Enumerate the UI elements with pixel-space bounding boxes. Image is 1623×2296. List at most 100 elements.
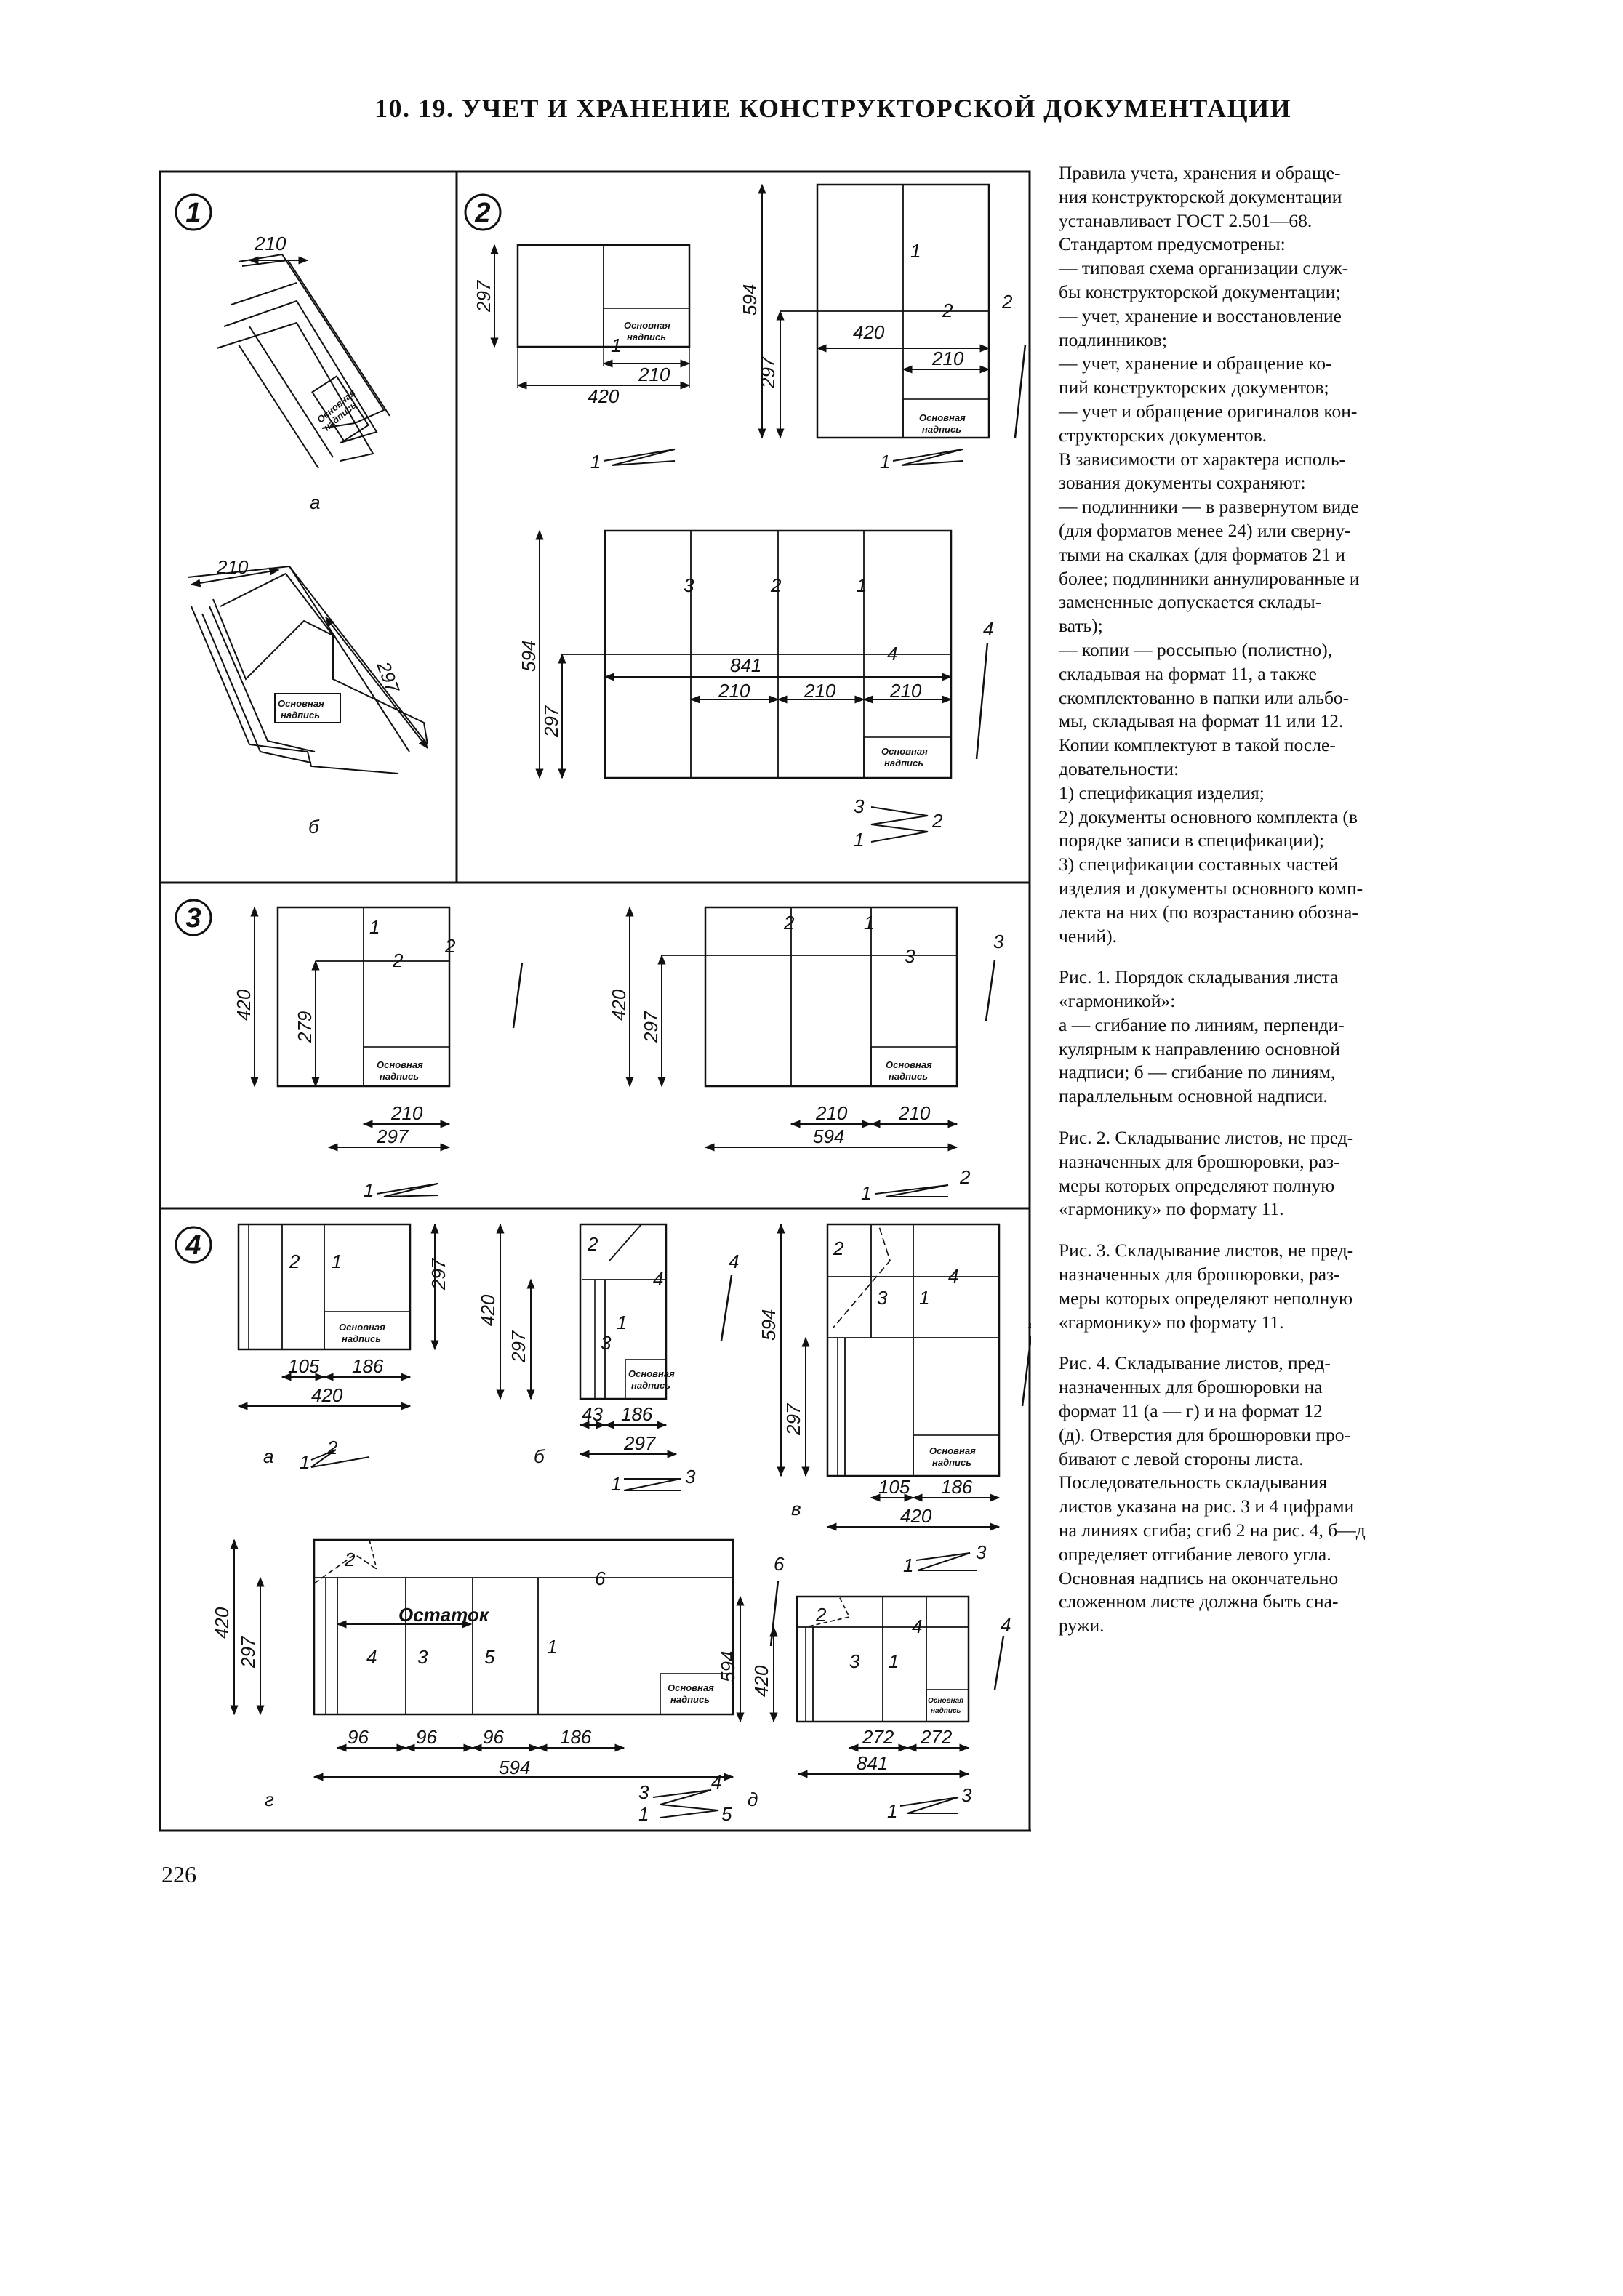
body-text-line: мы, складывая на формат 11 или 12.	[1059, 710, 1344, 732]
caption-line: Рис. 4. Складывание листов, пред-	[1059, 1352, 1331, 1374]
fig3a-h1: 420	[233, 989, 255, 1021]
body-text-line: тыми на скалках (для форматов 21 и	[1059, 543, 1345, 565]
fig3a-w2: 297	[376, 1125, 409, 1147]
figures-panel: 1 210 Основная надпись а	[159, 170, 1031, 1835]
fig2b-w2: 210	[931, 348, 964, 369]
caption-line: Последовательность складывания	[1059, 1472, 1328, 1493]
fig4d-stamp-2: надпись	[931, 1707, 961, 1715]
fig4g-sym5: 5	[721, 1803, 732, 1825]
fig4b-w1: 43	[582, 1403, 603, 1425]
fig1a-dim: 210	[254, 233, 286, 254]
fig4g-remainder: Остаток	[398, 1604, 490, 1626]
fig2b-stamp-2: надпись	[922, 424, 961, 435]
fig3b-w3: 594	[813, 1125, 844, 1147]
fig2-number: 2	[474, 198, 490, 228]
fig4v-label: в	[791, 1498, 801, 1520]
fig1-number-circle	[175, 193, 212, 231]
fig4b-f4: 4	[653, 1268, 663, 1290]
fig4a-w1: 105	[288, 1355, 320, 1377]
fig2c-stamp-1: Основная	[881, 746, 928, 757]
fig4-number: 4	[185, 1230, 201, 1261]
figure-1-caption: Рис. 1. Порядок складывания листа«гармон…	[1059, 966, 1479, 1109]
fig4b-w3: 297	[623, 1432, 657, 1454]
fig2c-w: 841	[730, 654, 761, 676]
fig4v-stamp-2: надпись	[932, 1457, 971, 1468]
fig2c-w2: 210	[804, 680, 836, 702]
figure-4-caption: Рис. 4. Складывание листов, пред-назначе…	[1059, 1352, 1479, 1638]
fig4v-w2: 186	[941, 1476, 973, 1498]
caption-line: кулярным к направлению основной	[1059, 1037, 1340, 1059]
fig4b-w2: 186	[621, 1403, 653, 1425]
fig4b-f3: 3	[601, 1332, 612, 1354]
fig4g-f6: 6	[595, 1568, 606, 1589]
caption-line: бивают с левой стороны листа.	[1059, 1448, 1304, 1469]
fig4g-sheet	[313, 1538, 734, 1716]
fig4d-f4: 4	[912, 1615, 922, 1637]
fig4g-stamp-1: Основная	[668, 1682, 714, 1693]
fig2b-f2: 2	[942, 300, 953, 321]
fig1b-stamp-2: надпись	[281, 710, 320, 720]
body-text-line: изделия и документы основного комп-	[1059, 877, 1363, 899]
fig4b-f1: 1	[617, 1312, 627, 1333]
caption-line: формат 11 (а — г) и на формат 12	[1059, 1400, 1323, 1422]
fig4g-f2: 2	[344, 1549, 356, 1570]
body-text-line: замененные допускается склады-	[1059, 591, 1322, 613]
fig4g-h1: 420	[211, 1607, 233, 1639]
fig4d-stamp-1: Основная	[928, 1697, 963, 1705]
body-text-line: бы конструкторской документации;	[1059, 281, 1341, 302]
body-text-line: — учет, хранение и обращение ко-	[1059, 353, 1332, 374]
body-text-line: ния конструкторской документации	[1059, 185, 1342, 207]
fig4v-f3: 3	[877, 1287, 888, 1309]
fig4b-sym3: 3	[685, 1466, 696, 1488]
page-number: 226	[161, 1861, 196, 1887]
fig2b-f1-sym: 1	[880, 451, 890, 473]
caption-line: (д). Отверстия для брошюровки про-	[1059, 1424, 1350, 1445]
body-text-line: устанавливает ГОСТ 2.501—68.	[1059, 209, 1313, 231]
fig2c-stamp-2: надпись	[884, 758, 923, 768]
caption-line: «гармонику» по формату 11.	[1059, 1311, 1284, 1333]
caption-line: а — сгибание по линиям, перпенди-	[1059, 1013, 1345, 1035]
body-text-line: скомплектованно в папки или альбо-	[1059, 686, 1350, 708]
body-text-line: Правила учета, хранения и обраще-	[1059, 162, 1341, 183]
fig1-sub-b: б	[308, 816, 320, 838]
fig4b-sym1: 1	[611, 1473, 621, 1495]
fig4a-h: 297	[428, 1257, 449, 1291]
body-text-line: складывая на формат 11, а также	[1059, 662, 1317, 684]
body-text-line: Копии комплектуют в такой после-	[1059, 734, 1336, 756]
fig2a-stamp-2: надпись	[627, 332, 666, 342]
fig2a-stamp-1: Основная	[624, 320, 670, 331]
fig4v-f4: 4	[948, 1265, 958, 1287]
body-text-line: — подлинники — в развернутом виде	[1059, 496, 1359, 518]
figure-4: 4 297 105 186 420 2 1 Основная надпись а…	[175, 1223, 1031, 1825]
fig2c-sym2: 2	[931, 810, 943, 832]
fig4b-f4-side: 4	[729, 1251, 739, 1272]
fig3b-f2: 2	[783, 912, 795, 934]
body-text-line: чений).	[1059, 925, 1117, 947]
fig4v-f4-side: 4	[1028, 1313, 1031, 1335]
fig4b-stamp-1: Основная	[628, 1368, 675, 1379]
fig3a-stamp-2: надпись	[380, 1071, 419, 1082]
fig4v-f2: 2	[833, 1237, 844, 1259]
fig4g-f1: 1	[547, 1636, 557, 1658]
fig2a-w2: 420	[588, 385, 620, 407]
fig1b-stamp-1: Основная	[278, 698, 324, 709]
fig3b-sym2: 2	[959, 1166, 971, 1188]
caption-line: Рис. 1. Порядок складывания листа	[1059, 966, 1339, 988]
fig2b-h1: 594	[739, 284, 761, 316]
fig2a-h: 297	[473, 279, 494, 313]
fig2b-f2-side: 2	[1001, 291, 1013, 313]
fig3-number: 3	[185, 903, 201, 934]
body-text-line: пий конструкторских документов;	[1059, 377, 1329, 398]
body-text-line: лекта на них (по возрастанию обозна-	[1059, 901, 1358, 923]
fig4g-w1: 96	[348, 1726, 369, 1748]
fig4b-h2: 297	[508, 1330, 529, 1363]
caption-line: назначенных для брошюровки на	[1059, 1376, 1323, 1398]
fig4d-f3: 3	[849, 1650, 860, 1672]
fig3a-sym1: 1	[364, 1179, 374, 1201]
figure-1: 1 210 Основная надпись а	[175, 193, 428, 838]
fig4d-f4-side: 4	[1001, 1614, 1011, 1636]
caption-line: надписи; б — сгибание по линиям,	[1059, 1061, 1336, 1083]
fig1b-dim-side: 297	[372, 658, 404, 697]
page-title: 10. 19. УЧЕТ И ХРАНЕНИЕ КОНСТРУКТОРСКОЙ …	[374, 94, 1292, 123]
body-text-line: Стандартом предусмотрены:	[1059, 233, 1286, 255]
